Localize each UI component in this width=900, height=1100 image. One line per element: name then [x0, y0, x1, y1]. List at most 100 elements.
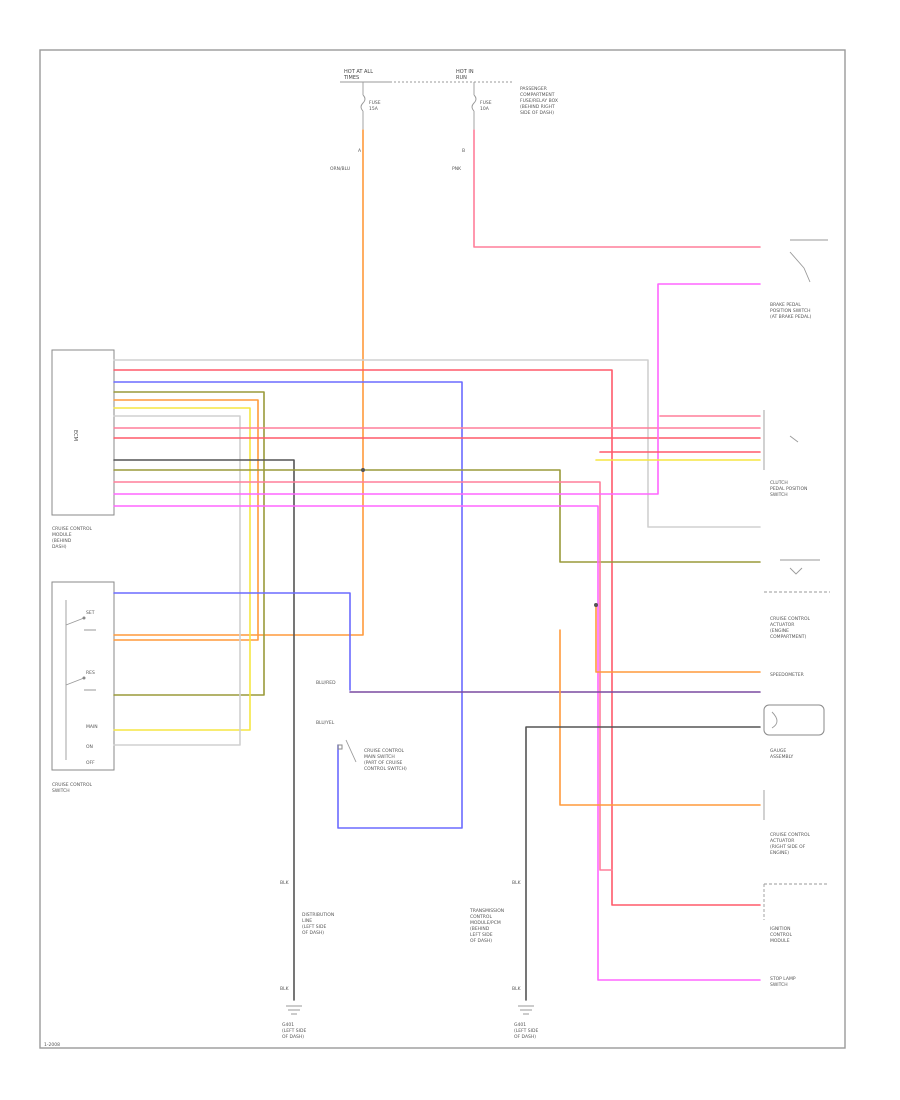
- clutch-switch-arm: [789, 435, 799, 443]
- vss-symbol: [780, 559, 820, 575]
- ecm-caption-4: DASH): [52, 544, 67, 550]
- wire-ecm-row14: [113, 505, 761, 981]
- switch-main-label: MAIN: [86, 724, 98, 730]
- switch-set-contact: [65, 617, 96, 631]
- blu-red-label: BLU/RED: [316, 680, 336, 686]
- main-relay-pin: [337, 744, 343, 750]
- tcm-caption-5: LEFT SIDE: [470, 932, 493, 938]
- clutch-caption-1: CLUTCH: [770, 480, 788, 486]
- splice-dot: [361, 468, 365, 472]
- fuse-right-label: FUSE: [480, 100, 492, 106]
- ground-left: BLK DISTRIBUTION LINE (LEFT SIDE OF DASH…: [280, 880, 334, 1040]
- pdc-caption-3: FUSE/RELAY BOX: [520, 98, 558, 104]
- cruise-switch-caption: CRUISE CONTROL SWITCH: [52, 782, 92, 794]
- wire-orange-actuator: [559, 629, 761, 806]
- splice-dot-2: [594, 603, 598, 607]
- tcm-caption: TRANSMISSION CONTROL MODULE/PCM (BEHIND …: [469, 908, 504, 944]
- main-relay-caption: CRUISE CONTROL MAIN SWITCH (PART OF CRUI…: [364, 748, 407, 772]
- pdc-caption-4: (BEHIND RIGHT: [520, 104, 555, 110]
- fuse-right-hot-label: HOT IN: [456, 69, 474, 75]
- stop-caption-1: STOP LAMP: [770, 976, 796, 982]
- actuator-caption-2: ACTUATOR: [770, 838, 794, 844]
- wire-ecm-row1: [113, 359, 761, 528]
- gauge-box: [763, 704, 825, 736]
- tcm-caption-4: (BEHIND: [470, 926, 490, 932]
- brake-caption-1: BRAKE PEDAL: [770, 302, 801, 308]
- dist-caption-3: (LEFT SIDE: [302, 924, 326, 930]
- passenger-fuse-box-caption: PASSENGER COMPARTMENT FUSE/RELAY BOX (BE…: [520, 86, 558, 116]
- switch-res-contact: [65, 677, 96, 691]
- tcm-caption-6: OF DASH): [470, 938, 492, 944]
- tcm-caption-3: MODULE/PCM: [470, 920, 501, 926]
- brake-switch: BRAKE PEDAL POSITION SWITCH (AT BRAKE PE…: [770, 239, 828, 320]
- gnd1-caption-2: (LEFT SIDE: [282, 1028, 306, 1034]
- gauge-symbol: [771, 711, 778, 729]
- wire-ecm-row12: [113, 481, 613, 871]
- ground-left-blk-label-2: BLK: [280, 986, 290, 992]
- footer-code: 1-2008: [44, 1042, 60, 1048]
- blu-yel-label: BLU/YEL: [316, 720, 335, 726]
- fuse-right-rating: 10A: [480, 106, 490, 112]
- ecm-caption-1: CRUISE CONTROL: [52, 526, 92, 532]
- ecm-caption-3: (BEHIND: [52, 538, 72, 544]
- gauge-assembly: SPEEDOMETER GAUGE ASSEMBLY: [763, 672, 825, 760]
- main-relay-switch: [345, 739, 357, 763]
- clutch-caption-3: SWITCH: [770, 492, 788, 498]
- wire-orange-speedo: [595, 604, 761, 673]
- ground-left-blk-label: BLK: [280, 880, 290, 886]
- ground-left-symbol: [286, 1005, 302, 1015]
- stop-lamp-switch: STOP LAMP SWITCH: [770, 976, 796, 988]
- wire-ecm-row6: [113, 407, 251, 731]
- vss-component: CRUISE CONTROL ACTUATOR (ENGINE COMPARTM…: [764, 559, 830, 640]
- wire-ecm-row5: [113, 399, 259, 641]
- dist-caption-2: LINE: [302, 918, 312, 924]
- switch-res-pivot: [82, 676, 86, 680]
- wire-pnk-feed: [473, 129, 761, 248]
- ecm-caption-2: MODULE: [52, 532, 72, 538]
- cruise-actuator: CRUISE CONTROL ACTUATOR (RIGHT SIDE OF E…: [763, 790, 810, 856]
- actuator-caption-1: CRUISE CONTROL: [770, 832, 810, 838]
- dist-caption-4: OF DASH): [302, 930, 324, 936]
- clutch-switch: CLUTCH PEDAL POSITION SWITCH: [763, 410, 807, 498]
- vss-caption-2: ACTUATOR: [770, 622, 794, 628]
- main-relay-caption-3: (PART OF CRUISE: [364, 760, 403, 766]
- vss-caption-3: (ENGINE: [770, 628, 789, 634]
- fuse-right-pin: B: [462, 148, 465, 154]
- switch-caption-1: CRUISE CONTROL: [52, 782, 92, 788]
- fuse-left-label: FUSE: [369, 100, 381, 106]
- ground-right-blk-label-2: BLK: [512, 986, 522, 992]
- gauge-caption-2: ASSEMBLY: [770, 754, 794, 760]
- ground-right-symbol: [518, 1005, 534, 1015]
- ground-right-blk-label: BLK: [512, 880, 522, 886]
- actuator-caption-4: ENGINE): [770, 850, 789, 856]
- gnd1-caption-1: G401: [282, 1022, 294, 1028]
- fuse-group-right: HOT IN RUN FUSE 10A B PNK: [390, 69, 514, 172]
- vss-caption-4: COMPARTMENT): [770, 634, 806, 640]
- stop-caption-2: SWITCH: [770, 982, 788, 988]
- brake-caption-2: POSITION SWITCH: [770, 308, 811, 314]
- main-relay-caption-4: CONTROL SWITCH): [364, 766, 407, 772]
- gnd2-caption-3: OF DASH): [514, 1034, 536, 1040]
- wire-black-tcm: [525, 726, 761, 1001]
- fuse-left-symbol: [360, 82, 366, 130]
- vss-caption-1: CRUISE CONTROL: [770, 616, 810, 622]
- switch-set-pivot: [82, 616, 86, 620]
- fuse-left-wire-label: ORN/BLU: [330, 166, 350, 172]
- tcm-caption-2: CONTROL: [470, 914, 492, 920]
- switch-off-label: OFF: [86, 760, 95, 766]
- ignition-body: [763, 883, 828, 920]
- cruise-control-switch-box: [51, 581, 115, 771]
- cruise-control-module-box: [51, 349, 115, 516]
- wire-ecm-row4: [113, 391, 265, 696]
- diagram-frame: [39, 49, 846, 1049]
- ground-right: BLK TRANSMISSION CONTROL MODULE/PCM (BEH…: [469, 880, 538, 1040]
- main-relay-caption-2: MAIN SWITCH: [364, 754, 395, 760]
- gnd2-caption-1: G401: [514, 1022, 526, 1028]
- fuse-right-hot-sub: RUN: [456, 75, 467, 81]
- switch-set-label: SET: [86, 610, 95, 616]
- brake-caption-3: (AT BRAKE PEDAL): [770, 314, 812, 320]
- fuse-left-hot-label: HOT AT ALL: [344, 69, 373, 75]
- fuse-left-hot-sub: TIMES: [343, 75, 359, 81]
- wire-ecm-row2: [113, 369, 761, 906]
